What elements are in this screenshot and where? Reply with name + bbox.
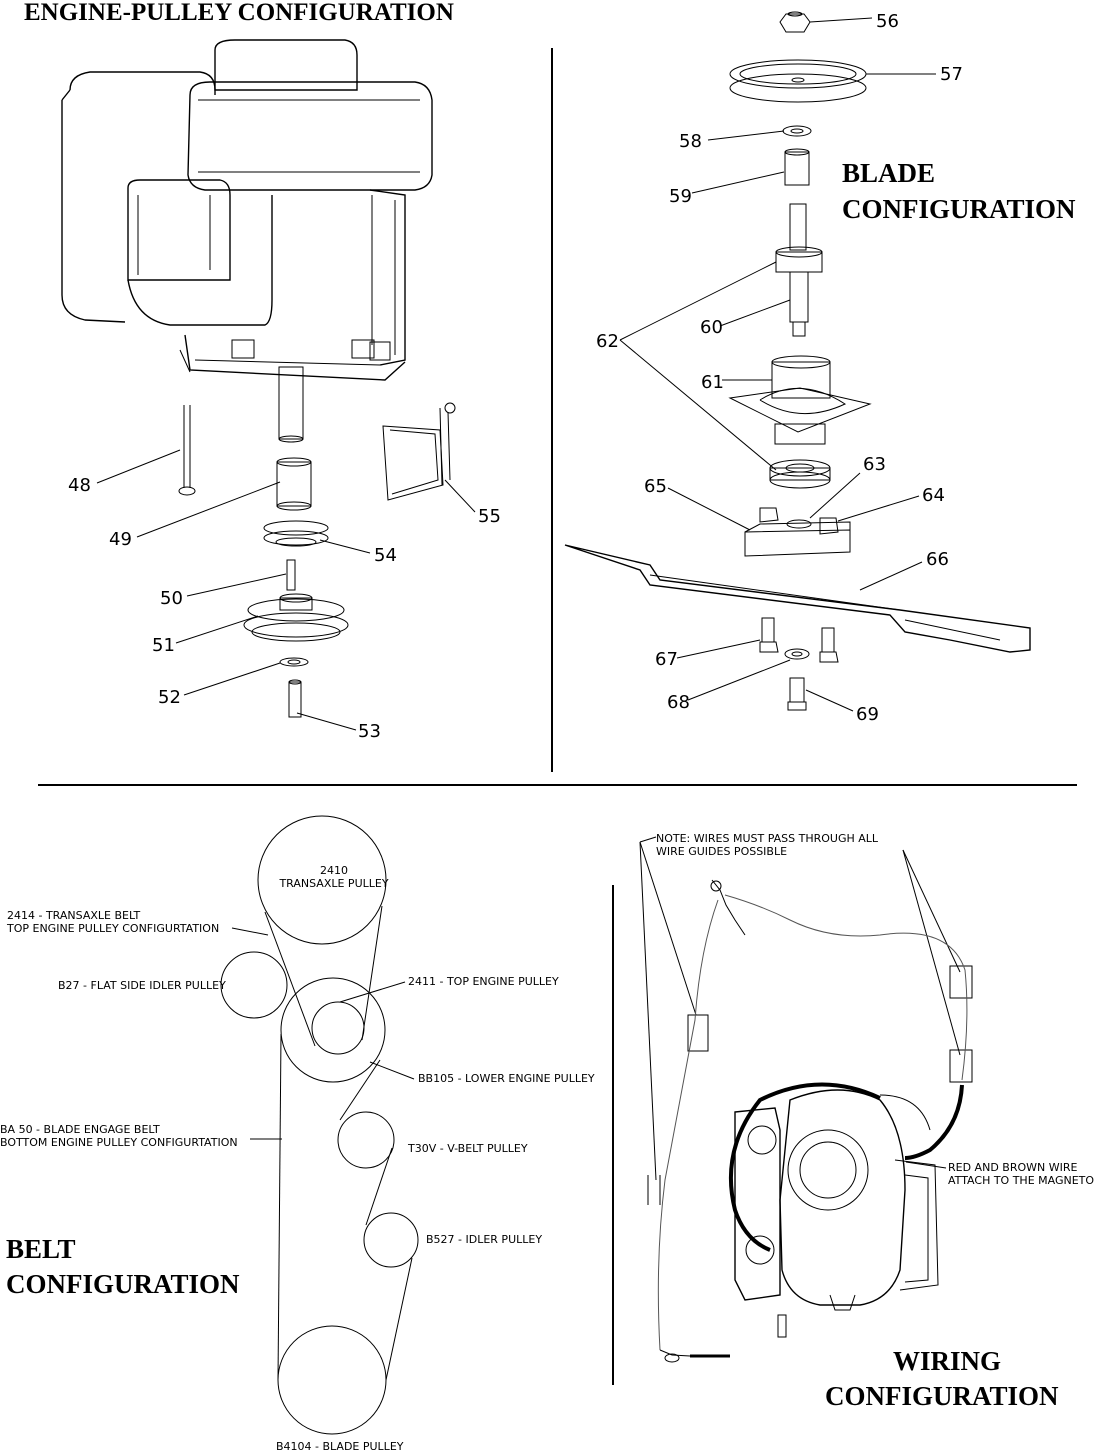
idler-pulley (363, 1212, 419, 1268)
lower-engine-pulley-label: BB105 - LOWER ENGINE PULLEY (418, 1072, 595, 1085)
top-engine-pulley-label: 2411 - TOP ENGINE PULLEY (408, 975, 559, 988)
engine-illustration (61, 39, 433, 381)
wiring-title-line1: WIRING (893, 1346, 1001, 1376)
part-label-60: 60 (700, 317, 723, 338)
part-label-57: 57 (940, 64, 963, 85)
lower-engine-pulley (280, 977, 386, 1083)
idler-pulley-label: B527 - IDLER PULLEY (426, 1233, 542, 1246)
blade-leader-lines (619, 17, 936, 712)
transaxle-pulley (257, 815, 387, 945)
part-label-65: 65 (644, 476, 667, 497)
part-label-68: 68 (667, 692, 690, 713)
wiring-diagram (639, 836, 973, 1363)
belt-title-line2: CONFIGURATION (6, 1269, 240, 1299)
wiring-note-line2: WIRE GUIDES POSSIBLE (656, 845, 787, 858)
part-label-49: 49 (109, 529, 132, 550)
part-label-62: 62 (596, 331, 619, 352)
part-label-59: 59 (669, 186, 692, 207)
magneto-note-line2: ATTACH TO THE MAGNETO (948, 1174, 1094, 1187)
part-label-53: 53 (358, 721, 381, 742)
blade-pulley-label: B4104 - BLADE PULLEY (276, 1440, 404, 1452)
engine-pulley-title: ENGINE-PULLEY CONFIGURATION (24, 0, 454, 26)
vbelt-pulley-label: T30V - V-BELT PULLEY (407, 1142, 528, 1155)
blade-assembly-drawing (564, 11, 1031, 711)
blade-title-line2: CONFIGURATION (842, 194, 1076, 224)
part-label-66: 66 (926, 549, 949, 570)
part-label-69: 69 (856, 704, 879, 725)
belt-leader-lines (231, 927, 415, 1140)
engine-leader-lines (96, 449, 476, 731)
flat-side-idler-label: B27 - FLAT SIDE IDLER PULLEY (58, 979, 226, 992)
top-engine-pulley (311, 1001, 365, 1055)
wiring-note-line1: NOTE: WIRES MUST PASS THROUGH ALL (656, 832, 879, 845)
part-label-48: 48 (68, 475, 91, 496)
flat-side-idler-pulley (220, 951, 288, 1019)
transaxle-pulley-number: 2410 (320, 864, 348, 877)
part-label-58: 58 (679, 131, 702, 152)
blade-engage-belt-config-label: BOTTOM ENGINE PULLEY CONFIGURTATION (0, 1136, 238, 1149)
part-label-51: 51 (152, 635, 175, 656)
part-label-55: 55 (478, 506, 501, 527)
blade-title-line1: BLADE (842, 158, 935, 188)
transaxle-pulley-label: TRANSAXLE PULLEY (278, 877, 388, 890)
engine-parts-drawing (178, 366, 456, 718)
part-label-67: 67 (655, 649, 678, 670)
magneto-note-line1: RED AND BROWN WIRE (948, 1161, 1077, 1174)
part-label-56: 56 (876, 11, 899, 32)
v-belt-pulley (337, 1111, 395, 1169)
belt-diagram (220, 815, 419, 1435)
transaxle-belt-config-label: TOP ENGINE PULLEY CONFIGURTATION (6, 922, 219, 935)
wiring-title-line2: CONFIGURATION (825, 1381, 1059, 1411)
belt-title-line1: BELT (6, 1234, 76, 1264)
part-label-50: 50 (160, 588, 183, 609)
part-label-54: 54 (374, 545, 397, 566)
part-label-61: 61 (701, 372, 724, 393)
part-label-52: 52 (158, 687, 181, 708)
part-label-63: 63 (863, 454, 886, 475)
blade-engage-belt-label: BA 50 - BLADE ENGAGE BELT (0, 1123, 160, 1136)
part-label-64: 64 (922, 485, 945, 506)
blade-pulley (277, 1325, 387, 1435)
transaxle-belt-label: 2414 - TRANSAXLE BELT (7, 909, 141, 922)
